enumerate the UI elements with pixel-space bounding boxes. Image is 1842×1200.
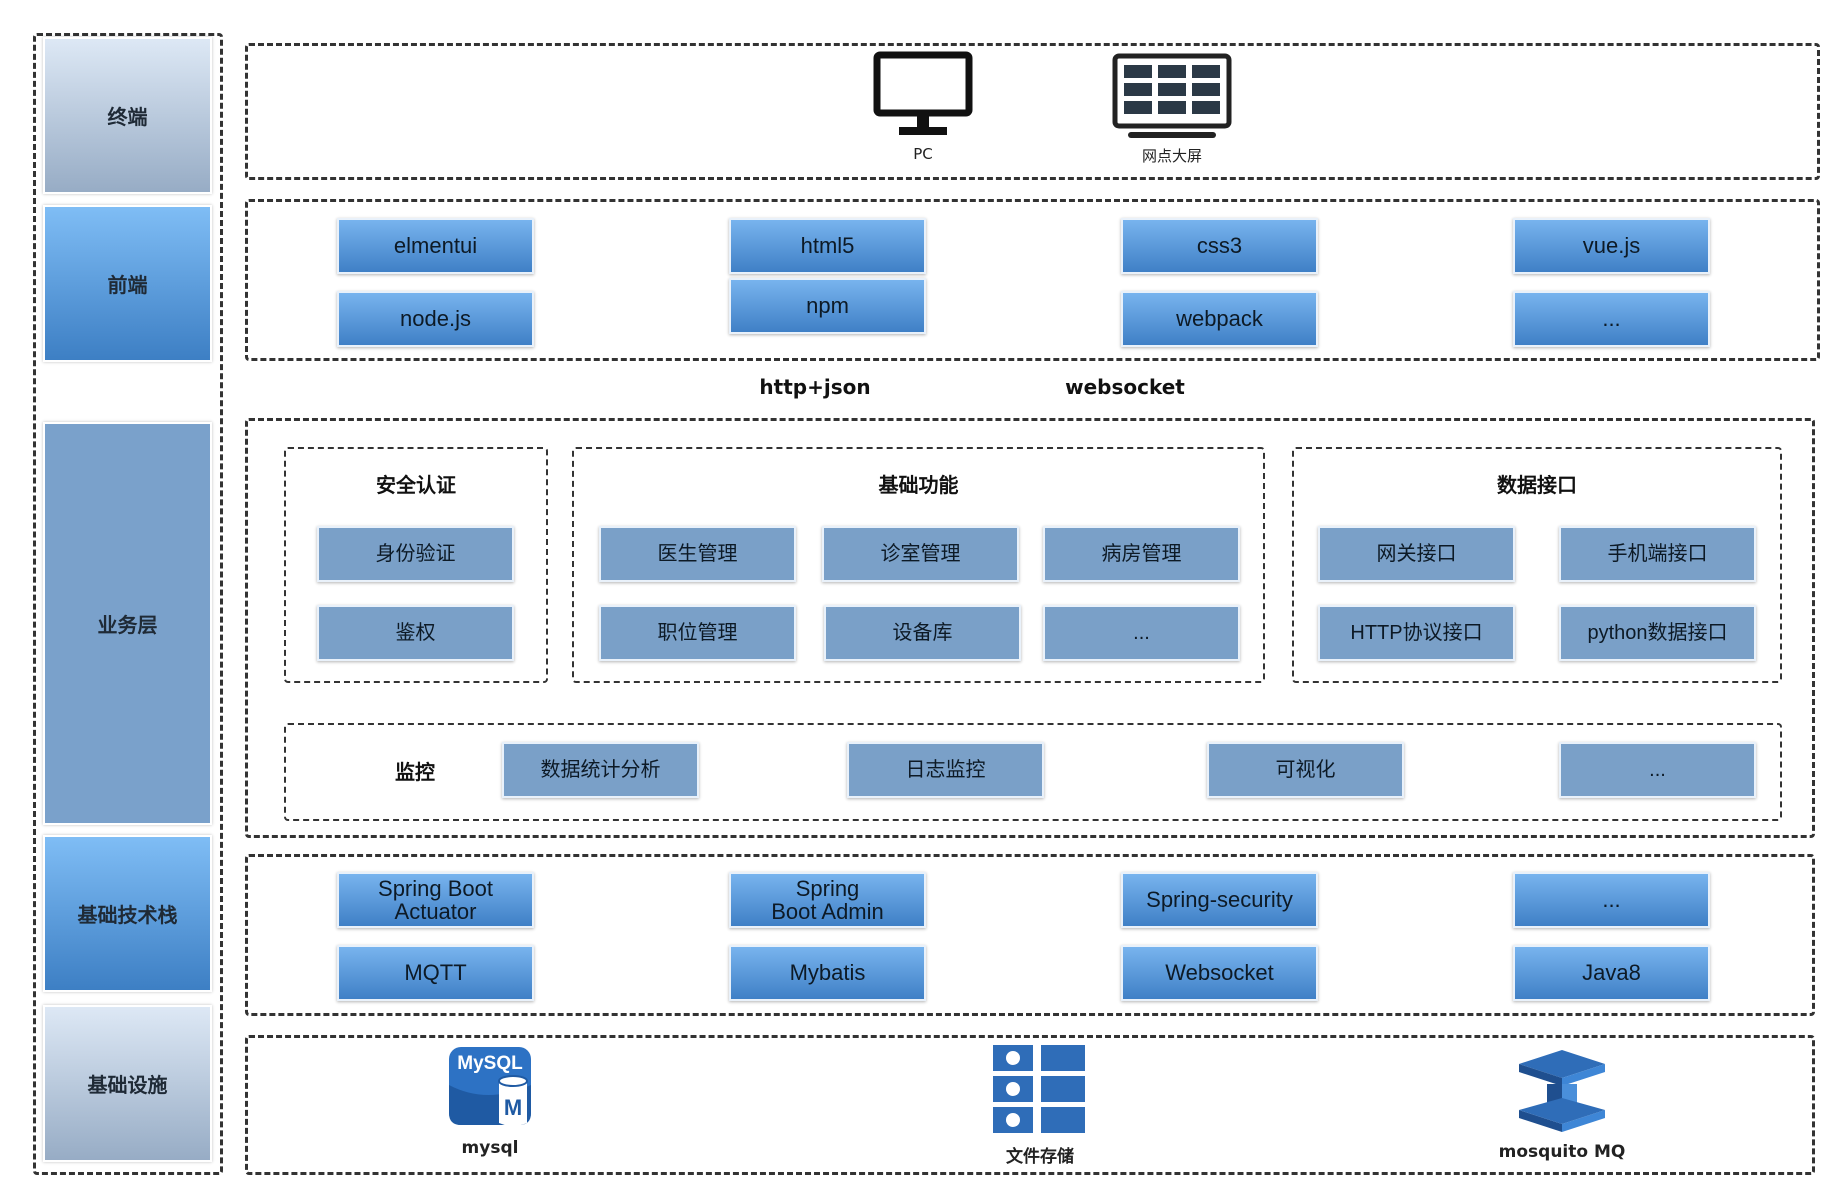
side-label-infrastructure: 基础设施 bbox=[43, 1005, 212, 1162]
basic-ward-mgmt: 病房管理 bbox=[1043, 526, 1240, 582]
basic-equipment-lib: 设备库 bbox=[824, 605, 1021, 661]
security-title: 安全认证 bbox=[376, 473, 456, 497]
protocol-websocket: websocket bbox=[1065, 375, 1185, 399]
monitor-visualization: 可视化 bbox=[1207, 742, 1404, 798]
monitor-log: 日志监控 bbox=[847, 742, 1044, 798]
mysql-logo-m: M bbox=[504, 1095, 522, 1120]
basic-doctor-mgmt: 医生管理 bbox=[599, 526, 796, 582]
data-api-group bbox=[1292, 447, 1782, 683]
monitor-title: 监控 bbox=[395, 760, 435, 784]
big-screen-icon bbox=[1112, 53, 1232, 138]
tech-websocket: Websocket bbox=[1121, 945, 1318, 1001]
tech-stack-section bbox=[245, 854, 1815, 1016]
frontend-html5: html5 bbox=[729, 218, 926, 274]
protocol-http-json: http+json bbox=[759, 375, 871, 399]
infrastructure-section bbox=[245, 1035, 1815, 1175]
security-identity-verify: 身份验证 bbox=[317, 526, 514, 582]
mosquito-mq-caption: mosquito MQ bbox=[1498, 1142, 1626, 1162]
frontend-more: ... bbox=[1513, 291, 1710, 347]
api-gateway: 网关接口 bbox=[1318, 526, 1515, 582]
basic-clinic-mgmt: 诊室管理 bbox=[822, 526, 1019, 582]
tech-java8: Java8 bbox=[1513, 945, 1710, 1001]
basic-function-group bbox=[572, 447, 1265, 683]
monitor-statistics: 数据统计分析 bbox=[502, 742, 699, 798]
security-authorization: 鉴权 bbox=[317, 605, 514, 661]
security-group bbox=[284, 447, 548, 683]
business-section bbox=[245, 418, 1815, 838]
frontend-npm: npm bbox=[729, 278, 926, 334]
basic-function-title: 基础功能 bbox=[878, 473, 959, 497]
side-column-frame bbox=[33, 33, 223, 1175]
mysql-caption: mysql bbox=[461, 1138, 519, 1158]
frontend-section bbox=[245, 199, 1820, 361]
tech-mqtt: MQTT bbox=[337, 945, 534, 1001]
file-storage-icon bbox=[993, 1045, 1085, 1133]
side-label-terminal: 终端 bbox=[43, 37, 212, 194]
tech-spring-boot-actuator: Spring Boot Actuator bbox=[337, 872, 534, 928]
data-api-title: 数据接口 bbox=[1497, 473, 1577, 497]
pc-caption: PC bbox=[913, 145, 933, 163]
api-http-protocol: HTTP协议接口 bbox=[1318, 605, 1515, 661]
basic-position-mgmt: 职位管理 bbox=[599, 605, 796, 661]
side-label-tech-stack: 基础技术栈 bbox=[43, 835, 212, 992]
terminal-section bbox=[245, 43, 1820, 180]
api-mobile: 手机端接口 bbox=[1559, 526, 1756, 582]
frontend-nodejs: node.js bbox=[337, 291, 534, 347]
frontend-elmentui: elmentui bbox=[337, 218, 534, 274]
tech-more: ... bbox=[1513, 872, 1710, 928]
tech-spring-boot-admin: Spring Boot Admin bbox=[729, 872, 926, 928]
frontend-css3: css3 bbox=[1121, 218, 1318, 274]
mosquito-mq-icon bbox=[1519, 1050, 1605, 1132]
side-label-business: 业务层 bbox=[43, 422, 212, 825]
file-storage-caption: 文件存储 bbox=[1006, 1147, 1074, 1167]
frontend-vuejs: vue.js bbox=[1513, 218, 1710, 274]
mysql-logo-text: MySQL bbox=[457, 1053, 523, 1074]
side-label-frontend: 前端 bbox=[43, 205, 212, 362]
pc-monitor-icon bbox=[873, 51, 973, 135]
monitor-group bbox=[284, 723, 1782, 821]
tech-spring-security: Spring-security bbox=[1121, 872, 1318, 928]
basic-more: ... bbox=[1043, 605, 1240, 661]
tech-mybatis: Mybatis bbox=[729, 945, 926, 1001]
big-screen-caption: 网点大屏 bbox=[1141, 147, 1202, 165]
api-python-data: python数据接口 bbox=[1559, 605, 1756, 661]
mysql-logo-icon: MySQL M bbox=[449, 1047, 531, 1126]
frontend-webpack: webpack bbox=[1121, 291, 1318, 347]
monitor-more: ... bbox=[1559, 742, 1756, 798]
